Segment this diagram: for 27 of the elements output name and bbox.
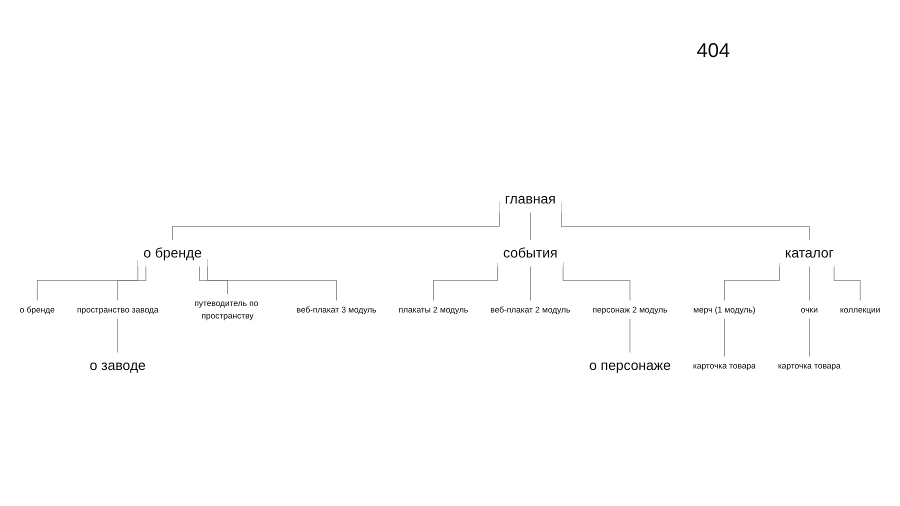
node-text: путеводитель по пространству: [194, 298, 258, 321]
connector: [834, 266, 861, 301]
connector: [199, 266, 228, 295]
node-text: о персонаже: [589, 358, 671, 374]
connector: [117, 266, 146, 301]
node-text: события: [503, 246, 558, 261]
node-text: карточка товара: [693, 360, 756, 371]
node-text: о заводе: [90, 358, 146, 374]
node-text: очки: [800, 304, 818, 314]
node-text: веб-плакат 2 модуль: [490, 304, 570, 314]
connector: [808, 266, 810, 301]
node-text: мерч (1 модуль): [693, 304, 756, 314]
node-text: коллекции: [840, 304, 880, 314]
connector: [808, 318, 810, 358]
node-text: плакаты 2 модуль: [398, 304, 468, 314]
connector: [724, 318, 725, 358]
node-text: карточка товара: [778, 360, 841, 371]
node-text: веб-плакат 3 модуль: [296, 304, 376, 314]
node-text: о бренде: [20, 304, 55, 314]
connector: [530, 212, 531, 241]
node-text: о бренде: [143, 246, 202, 261]
node-text: персонаж 2 модуль: [592, 304, 668, 314]
connector: [117, 318, 118, 353]
connector: [530, 266, 531, 301]
node-text: каталог: [784, 246, 834, 261]
node-text: пространство завода: [76, 304, 158, 314]
page-label: 404: [696, 40, 730, 63]
